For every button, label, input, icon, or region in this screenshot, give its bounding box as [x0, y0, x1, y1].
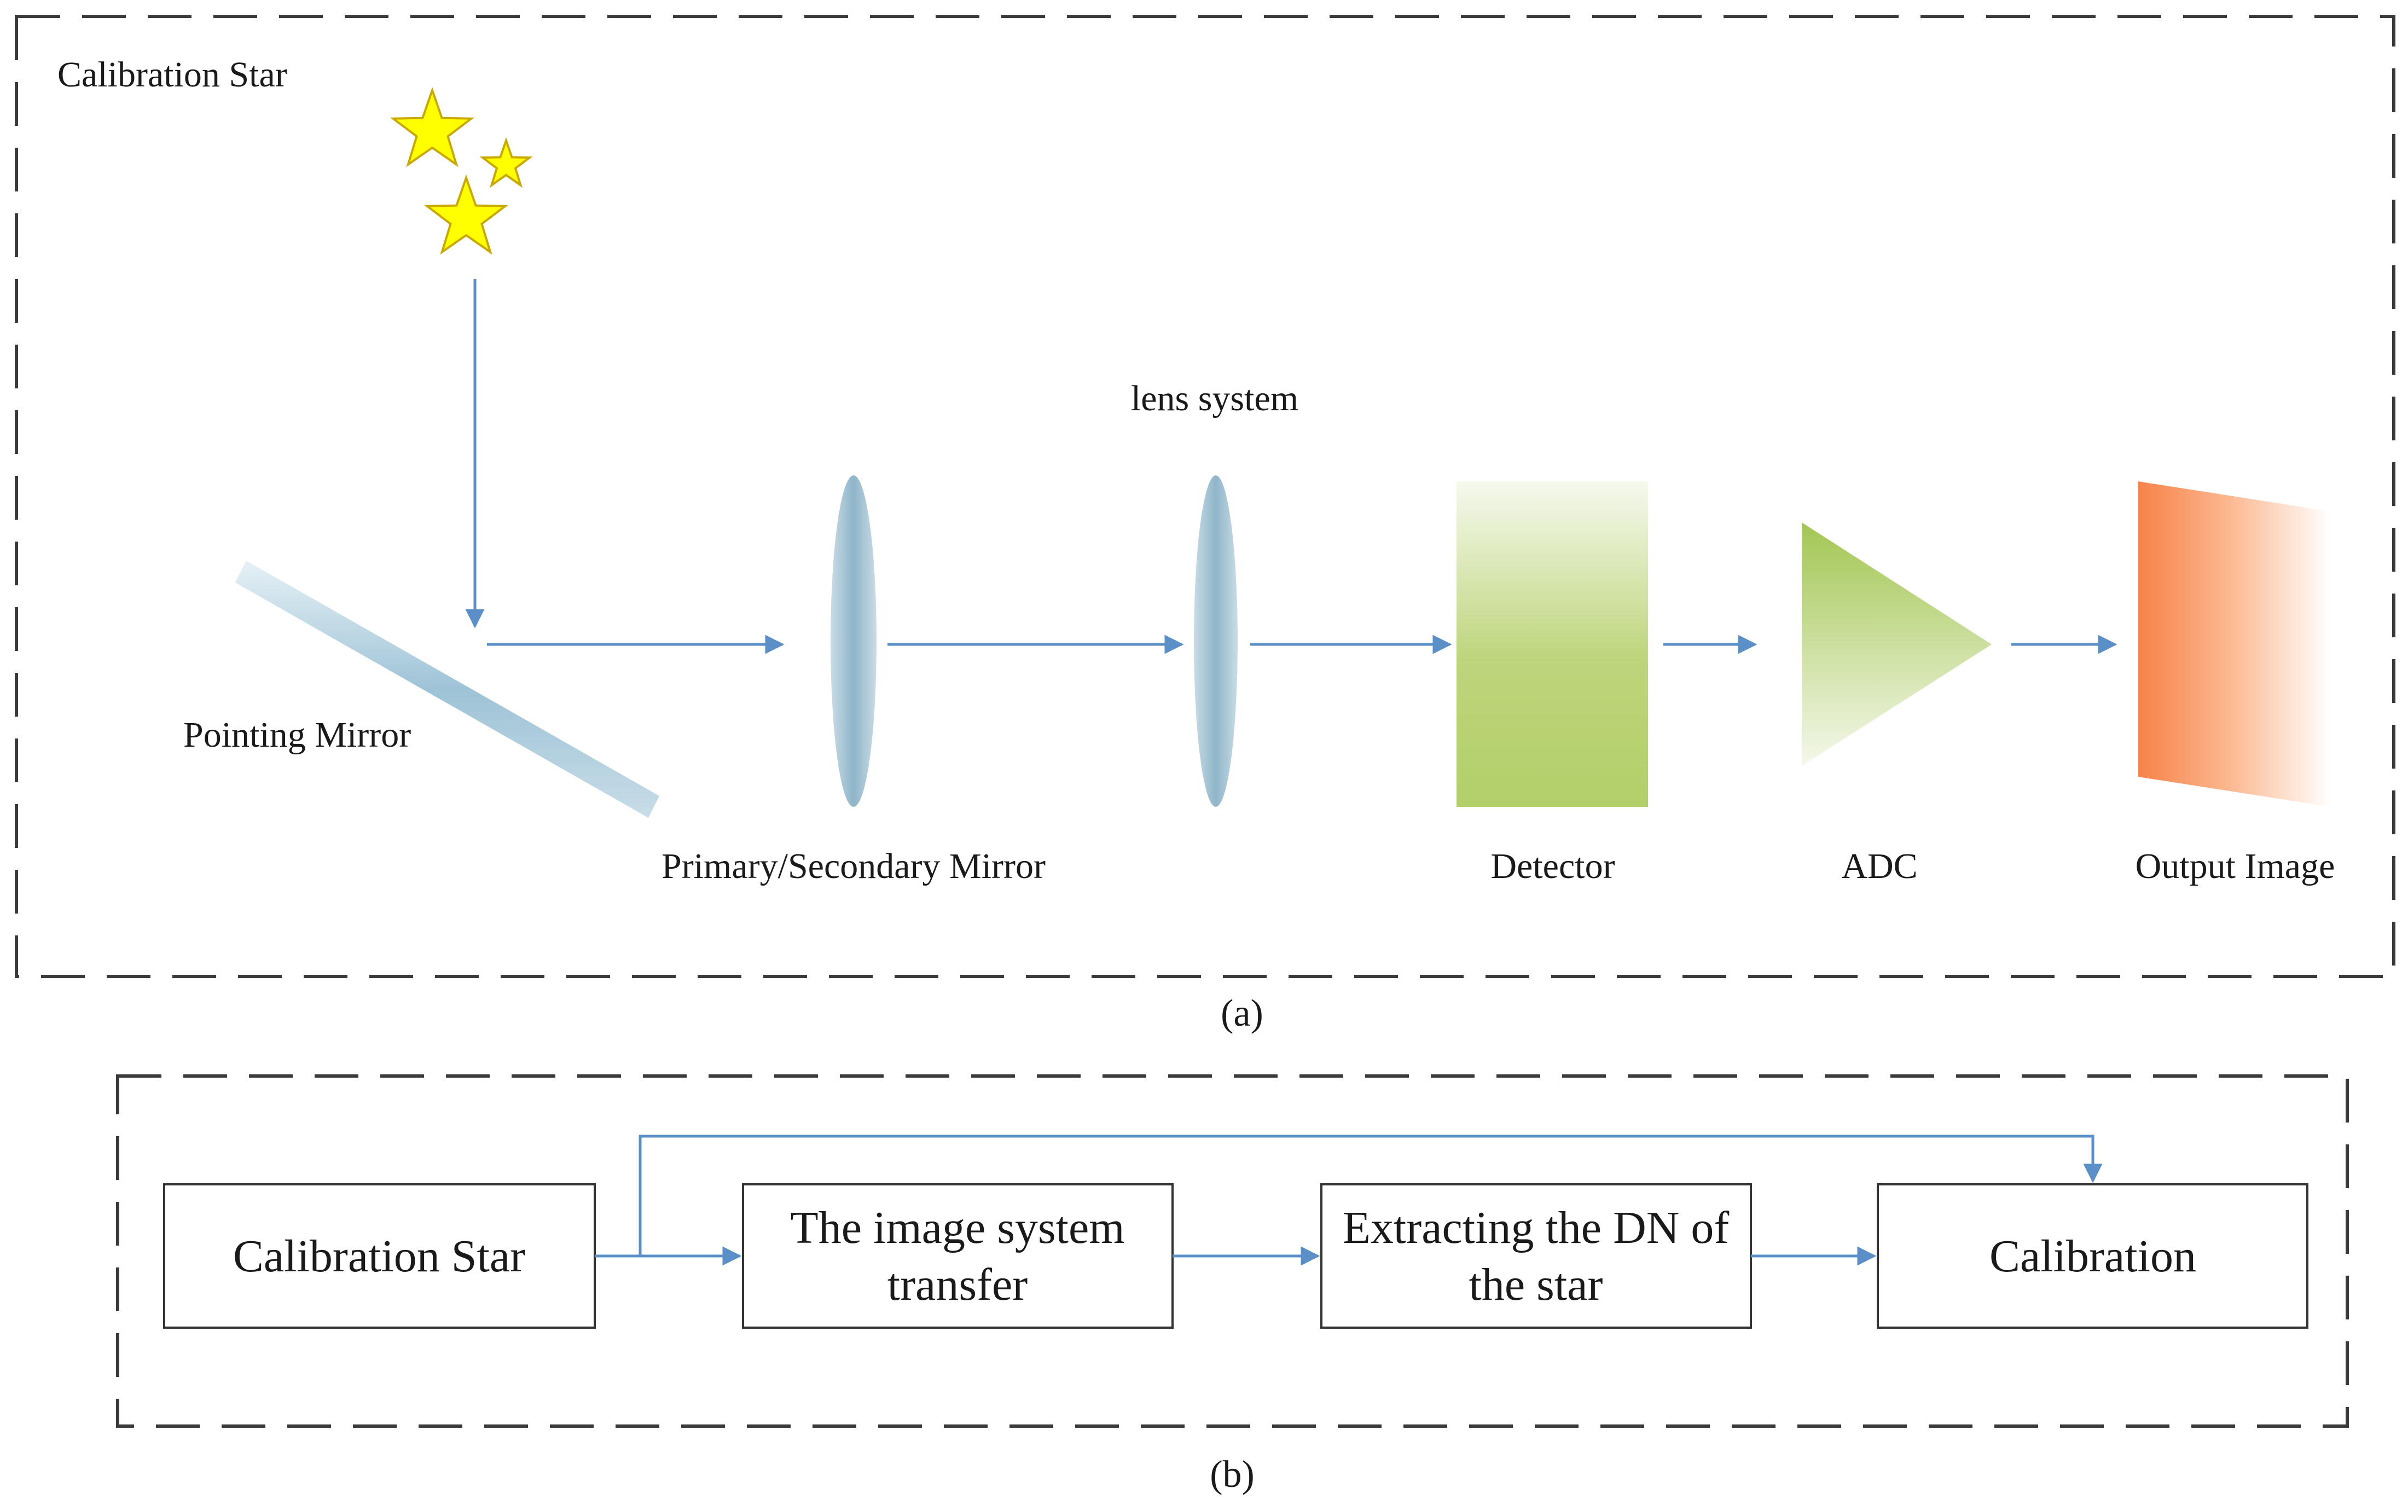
output-image-shape [2138, 481, 2331, 807]
star-icon-small [479, 137, 533, 188]
adc-triangle [1802, 522, 1992, 766]
detector-block [1457, 481, 1648, 807]
pointing-mirror-label: Pointing Mirror [183, 715, 411, 755]
lens-system-label: lens system [1131, 379, 1298, 418]
panel-a-dashed-frame [15, 15, 2395, 978]
panel-b-caption: (b) [1210, 1453, 1255, 1496]
box-extracting-dn-line1: Extracting the DN of [1343, 1202, 1730, 1253]
box-extracting-dn-line2: the star [1469, 1259, 1603, 1310]
calibration-stars-icon [390, 86, 533, 255]
panel-a: Calibration Star Pointing Mirror Primary… [15, 15, 2395, 978]
primary-secondary-mirror-lens [831, 475, 877, 807]
panel-a-caption: (a) [1221, 992, 1263, 1034]
star-icon-large-top [390, 86, 475, 167]
box-calibration-text: Calibration [1989, 1231, 2196, 1282]
calibration-star-label: Calibration Star [57, 55, 287, 95]
panel-b: Calibration Star The image system transf… [116, 1074, 2349, 1428]
arrow-bypass-box1-to-box4 [639, 1135, 2103, 1256]
box-image-system-transfer-line2: transfer [887, 1259, 1028, 1310]
panel-b-dashed-frame [116, 1074, 2349, 1428]
detector-label: Detector [1490, 846, 1615, 886]
output-image-label: Output Image [2136, 846, 2335, 886]
adc-label: ADC [1841, 846, 1917, 886]
primary-secondary-mirror-label: Primary/Secondary Mirror [662, 846, 1046, 886]
box-image-system-transfer-line1: The image system [790, 1202, 1124, 1253]
box-calibration-star-text: Calibration Star [233, 1231, 525, 1282]
lens-system-lens [1194, 475, 1238, 807]
box-calibration [1877, 1183, 2308, 1329]
star-icon-large-bottom [423, 174, 509, 255]
pointing-mirror-shape [235, 561, 659, 818]
box-image-system-transfer [742, 1183, 1174, 1329]
box-extracting-dn [1320, 1183, 1752, 1329]
